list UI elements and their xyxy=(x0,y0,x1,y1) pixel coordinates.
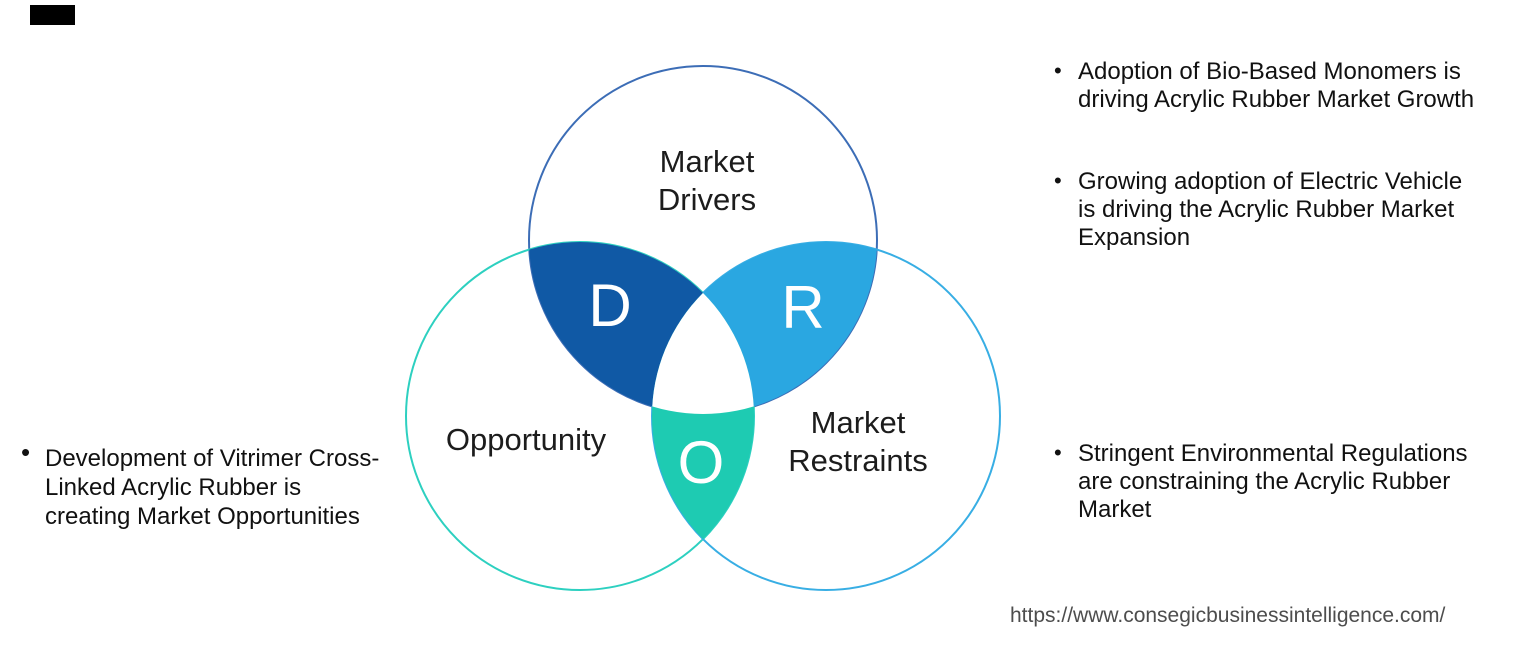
opportunity-label-line1: Opportunity xyxy=(445,422,607,457)
opportunity-insight-bullet: • Development of Vitrimer Cross- Linked … xyxy=(21,438,380,531)
insight-text-line: are constraining the Acrylic Rubber xyxy=(1078,468,1451,495)
source-url: https://www.consegicbusinessintelligence… xyxy=(1010,604,1446,627)
opportunity-label: Opportunity xyxy=(421,421,631,459)
restraint-insight-bullet: • Stringent Environmental Regulations ar… xyxy=(1054,440,1468,524)
opportunity-letter: O xyxy=(678,429,725,496)
bullet-dot-icon: • xyxy=(1054,440,1062,465)
insight-text-line: Linked Acrylic Rubber is xyxy=(45,474,302,501)
bullet-dot-icon: • xyxy=(1054,58,1062,83)
restraints-letter: R xyxy=(781,274,824,341)
drivers-label-line1: Market xyxy=(659,144,755,179)
corner-mark xyxy=(30,5,75,25)
insight-text-line: driving Acrylic Rubber Market Growth xyxy=(1078,86,1475,113)
bullet-dot-icon: • xyxy=(21,437,31,467)
insight-text-line: Expansion xyxy=(1078,224,1191,251)
drivers-lens xyxy=(529,242,754,414)
restraints-lens xyxy=(652,242,877,414)
drivers-label: Market Drivers xyxy=(607,143,807,219)
bullet-dot-icon: • xyxy=(1054,168,1062,193)
insight-text-line: Stringent Environmental Regulations xyxy=(1078,440,1468,467)
insight-text-line: creating Market Opportunities xyxy=(45,503,360,530)
driver-insight-bullet-1: • Adoption of Bio-Based Monomers is driv… xyxy=(1054,58,1475,114)
insight-text-line: Development of Vitrimer Cross- xyxy=(45,445,380,472)
restraints-label-line1: Market xyxy=(810,405,906,440)
drivers-letter: D xyxy=(588,272,631,339)
driver-insight-bullet-2: • Growing adoption of Electric Vehicle i… xyxy=(1054,168,1463,252)
restraints-label: Market Restraints xyxy=(753,404,963,480)
restraints-label-line2: Restraints xyxy=(788,443,928,478)
insight-text-line: is driving the Acrylic Rubber Market xyxy=(1078,196,1455,223)
drivers-label-line2: Drivers xyxy=(657,182,757,217)
insight-text-line: Adoption of Bio-Based Monomers is xyxy=(1078,58,1461,85)
insight-text-line: Market xyxy=(1078,496,1152,523)
insight-text-line: Growing adoption of Electric Vehicle xyxy=(1078,168,1463,195)
